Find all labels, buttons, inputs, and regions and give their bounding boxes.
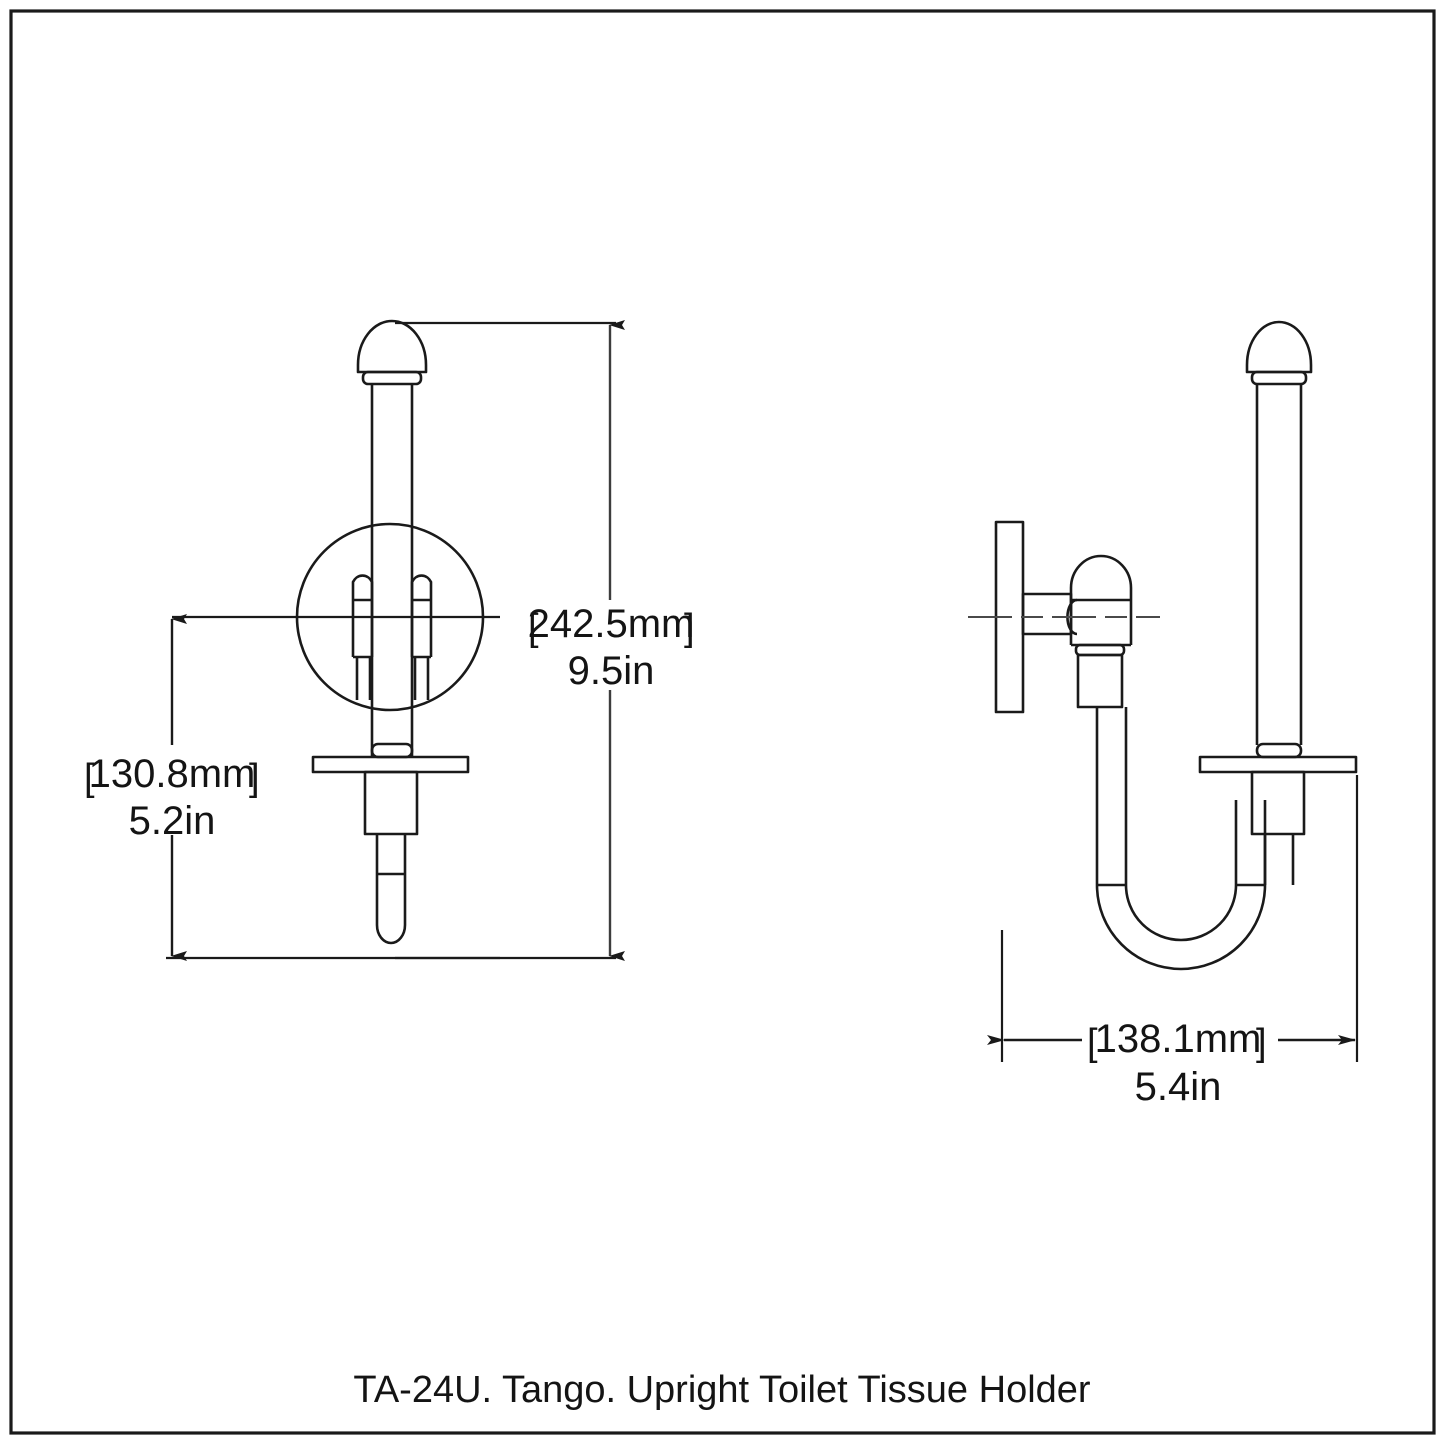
front-view — [295, 319, 485, 945]
dim-height-bracket-close: ] — [684, 607, 695, 649]
side-u-tube-outer — [1095, 707, 1267, 971]
dim-proj-bracket-close: ] — [1256, 1022, 1267, 1064]
dimension-overall-height — [395, 320, 625, 961]
front-flange-collar — [370, 742, 414, 759]
side-flange-plate — [1198, 755, 1358, 774]
side-cap-fitting — [1069, 554, 1133, 600]
front-flange-plate — [311, 755, 470, 774]
dimension-mounting-height — [166, 614, 500, 961]
drawing-caption: TA-24U. Tango. Upright Toilet Tissue Hol… — [353, 1369, 1090, 1411]
front-inner-bracket-left — [351, 574, 374, 600]
dim-height-bracket-open: [ — [528, 607, 539, 649]
front-lower-spindle — [375, 834, 407, 945]
front-lower-body — [363, 770, 419, 836]
side-mounting-arm — [1021, 592, 1073, 636]
side-u-tube-inner — [1124, 707, 1238, 942]
dimension-overall-height-label: [ 242.5mm ] 9.5in — [528, 602, 695, 693]
dim-mount-bracket-open: [ — [84, 757, 95, 799]
dim-proj-metric-value: 138.1mm — [1095, 1017, 1262, 1061]
side-dome-cap — [1245, 320, 1313, 374]
sheet-border — [9, 9, 1436, 1435]
front-dome-cap — [356, 319, 428, 374]
dim-height-imperial-value: 9.5in — [568, 649, 655, 693]
dimension-projection-depth — [987, 775, 1359, 1062]
side-view — [994, 320, 1358, 971]
dim-height-metric-value: 242.5mm — [528, 602, 695, 646]
dim-mount-bracket-close: ] — [249, 757, 260, 799]
side-flange-body — [1250, 770, 1306, 836]
side-collar — [1074, 643, 1126, 657]
dim-proj-imperial-value: 5.4in — [1135, 1065, 1222, 1109]
front-cap-collar — [361, 370, 423, 386]
dimension-projection-depth-label: [ 138.1mm ] 5.4in — [1087, 1017, 1267, 1109]
side-flange-collar — [1255, 742, 1303, 759]
dim-mount-metric-value: 130.8mm — [89, 752, 256, 796]
side-lower-body — [1076, 653, 1124, 709]
dim-proj-bracket-open: [ — [1087, 1022, 1098, 1064]
dimension-mounting-height-label: [ 130.8mm ] 5.2in — [84, 752, 260, 843]
dim-mount-imperial-value: 5.2in — [129, 799, 216, 843]
side-cap-collar — [1250, 370, 1308, 386]
front-inner-bracket-right — [410, 574, 433, 600]
